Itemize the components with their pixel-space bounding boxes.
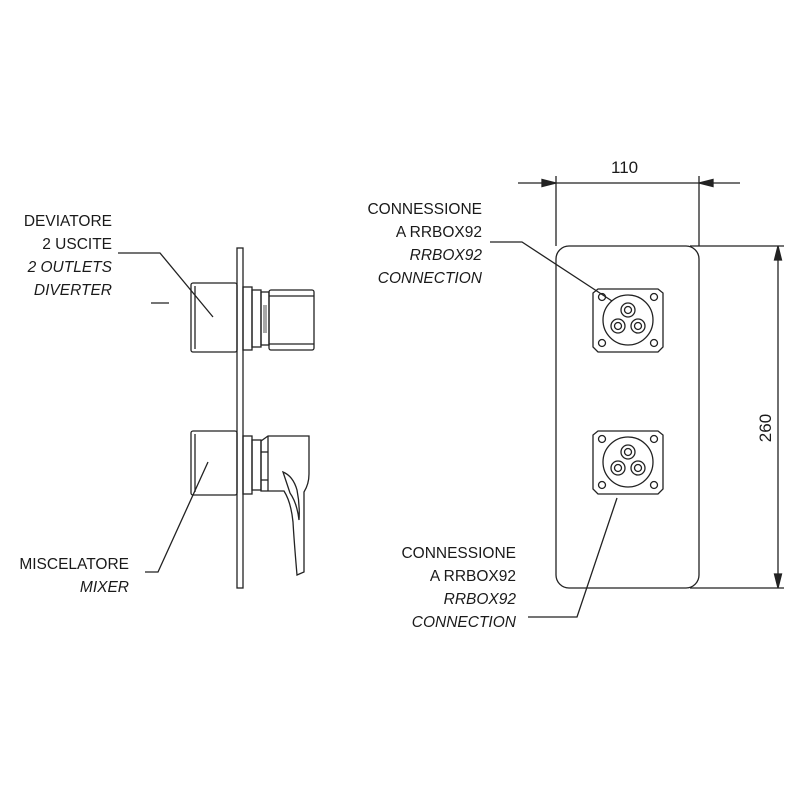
diverter-knob <box>268 289 315 351</box>
connection-top-label: CONNESSIONE A RRBOX92 RRBOX92 CONNECTION <box>367 198 482 290</box>
mixer-body <box>190 430 238 496</box>
mixer-handle <box>260 435 310 576</box>
diverter-leader <box>118 252 214 318</box>
mixer-leader <box>145 461 209 573</box>
cartridge-bottom <box>592 430 664 495</box>
diverter-label-line2: 2 USCITE <box>42 236 112 253</box>
wall-plate-side <box>236 247 244 589</box>
mixer-label: MISCELATORE MIXER <box>19 553 129 599</box>
connection-bottom-leader <box>528 497 618 618</box>
connection-top-label-line4: CONNECTION <box>377 270 482 287</box>
diverter-body <box>190 282 238 353</box>
diverter-label-line1: DEVIATORE <box>23 213 112 230</box>
connection-top-leader <box>490 241 613 302</box>
side-view <box>118 247 315 589</box>
connection-top-label-line2: A RRBOX92 <box>395 224 482 241</box>
width-dimension <box>518 176 740 246</box>
connection-bottom-label-line2: A RRBOX92 <box>429 568 516 585</box>
connection-top-label-line3: RRBOX92 <box>409 247 482 264</box>
wall-plate-front <box>555 245 700 589</box>
diverter-label: DEVIATORE 2 USCITE 2 OUTLETS DIVERTER <box>24 210 112 302</box>
connection-bottom-label-line4: CONNECTION <box>411 614 516 631</box>
connection-bottom-label: CONNESSIONE A RRBOX92 RRBOX92 CONNECTION <box>401 542 516 634</box>
mixer-rosette <box>242 435 253 495</box>
mixer-label-line2: MIXER <box>79 579 129 596</box>
connection-bottom-label-line3: RRBOX92 <box>443 591 516 608</box>
diverter-label-line3: 2 OUTLETS <box>27 259 112 276</box>
connection-bottom-label-line1: CONNESSIONE <box>401 545 516 562</box>
diverter-label-line4: DIVERTER <box>33 282 112 299</box>
front-view <box>490 176 784 618</box>
cartridge-top <box>592 288 664 353</box>
height-dimension-label: 260 <box>756 413 776 443</box>
height-dimension <box>690 245 784 589</box>
connection-top-label-line1: CONNESSIONE <box>367 201 482 218</box>
diverter-rosette <box>242 286 253 351</box>
mixer-label-line1: MISCELATORE <box>19 556 129 573</box>
width-dimension-label: 110 <box>611 158 639 177</box>
